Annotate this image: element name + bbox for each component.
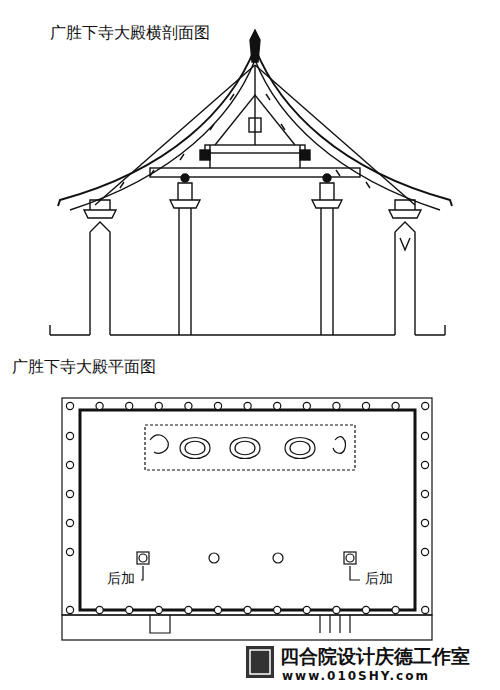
column-base — [66, 548, 73, 555]
column-base — [185, 402, 192, 409]
column-base — [303, 402, 310, 409]
column-base — [66, 519, 73, 526]
watermark: 四合院设计庆德工作室 — [280, 646, 470, 667]
section-title: 广胜下寺大殿横剖面图 — [50, 24, 210, 42]
column-base — [155, 606, 162, 613]
column-base — [66, 461, 73, 468]
column-base — [274, 606, 281, 613]
column-base — [421, 490, 428, 497]
cross-section — [50, 30, 452, 335]
column-base — [333, 606, 340, 613]
column-base — [421, 461, 428, 468]
column-base — [421, 548, 428, 555]
column-base — [155, 402, 162, 409]
note-label: 后加 — [107, 571, 135, 586]
column-base — [96, 606, 103, 613]
column-base — [422, 606, 429, 613]
column-base — [244, 606, 251, 613]
column-base — [66, 432, 73, 439]
column-base — [244, 402, 251, 409]
column-base — [66, 606, 73, 613]
watermark-url: www.010SHY.com — [282, 670, 430, 683]
plan-title: 广胜下寺大殿平面图 — [12, 358, 156, 376]
column-base — [333, 402, 340, 409]
column-base — [303, 606, 310, 613]
column-base — [214, 606, 221, 613]
column-base — [362, 606, 369, 613]
column-base — [392, 402, 399, 409]
column-base — [362, 402, 369, 409]
note-label: 后加 — [365, 571, 393, 586]
column-base — [66, 402, 73, 409]
logo-seal — [250, 650, 270, 674]
column-base — [422, 402, 429, 409]
column-base — [274, 402, 281, 409]
column-base — [392, 606, 399, 613]
column-base — [126, 606, 133, 613]
logo-seal — [246, 646, 274, 678]
column-ring — [66, 402, 428, 613]
column-base — [96, 402, 103, 409]
column-base — [126, 402, 133, 409]
column-base — [66, 490, 73, 497]
column-base — [214, 402, 221, 409]
floor-plan — [62, 398, 432, 640]
column-base — [421, 432, 428, 439]
column-base — [421, 519, 428, 526]
column-base — [185, 606, 192, 613]
